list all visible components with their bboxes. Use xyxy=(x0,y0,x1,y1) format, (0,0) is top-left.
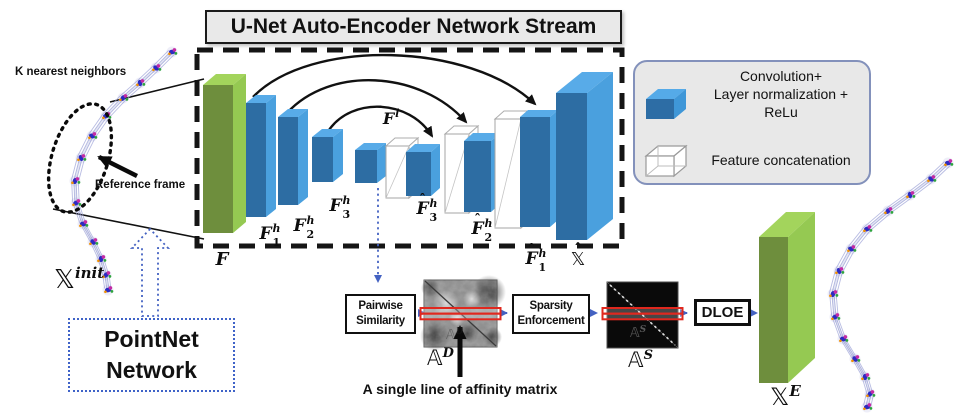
affinity-caption: A single line of affinity matrix xyxy=(362,381,558,397)
legend-box: Convolution+ Layer normalization + ReLu … xyxy=(633,60,871,185)
label-f: F xyxy=(215,249,229,270)
affinity-matrix-sparse xyxy=(606,281,679,349)
legend-concat-label: Feature concatenation xyxy=(711,152,851,168)
reference-frame-arrow xyxy=(97,154,139,179)
callout-lines xyxy=(52,78,205,240)
concat-cube-icon xyxy=(644,144,688,178)
pairwise-similarity-box: Pairwise Similarity xyxy=(345,294,416,334)
unet-blocks xyxy=(203,72,613,240)
unet-dashed-box xyxy=(194,47,625,249)
dense-matrix-watermark: 𝔸D xyxy=(446,327,464,343)
input-variable-label: 𝕏init xyxy=(54,264,105,295)
label-f3h-hat: Fh3 xyxy=(416,197,439,224)
reference-frame-label: Reference frame xyxy=(95,179,186,191)
dense-matrix-label: 𝔸D xyxy=(427,346,454,370)
sparsity-enforcement-box: Sparsity Enforcement xyxy=(512,294,590,334)
pointnet-up-arrow xyxy=(129,227,171,317)
output-variable-label: 𝕏E xyxy=(770,382,801,411)
sparse-matrix-watermark: 𝔸S xyxy=(630,325,647,341)
label-f1h-hat: Fh1 xyxy=(525,247,548,274)
dloe-box: DLOE xyxy=(694,299,751,326)
skip-connection-arcs xyxy=(252,53,537,138)
right-pointcloud xyxy=(827,157,954,413)
encoded-output-block xyxy=(759,212,815,383)
label-f2h-hat: Fh2 xyxy=(471,217,494,244)
pointnet-network-box: PointNet Network xyxy=(68,318,235,392)
title-box: U-Net Auto-Encoder Network Stream xyxy=(205,10,622,44)
page-title: U-Net Auto-Encoder Network Stream xyxy=(230,15,597,38)
legend-conv-label: Convolution+ Layer normalization + ReLu xyxy=(713,68,849,121)
red-line-band xyxy=(419,307,502,321)
conv-cube-icon xyxy=(646,89,686,119)
sparse-matrix-label: 𝔸S xyxy=(628,348,653,372)
label-x-hat: 𝕏 xyxy=(571,249,586,270)
red-line-band xyxy=(601,307,684,321)
knn-label: K nearest neighbors xyxy=(15,66,127,78)
